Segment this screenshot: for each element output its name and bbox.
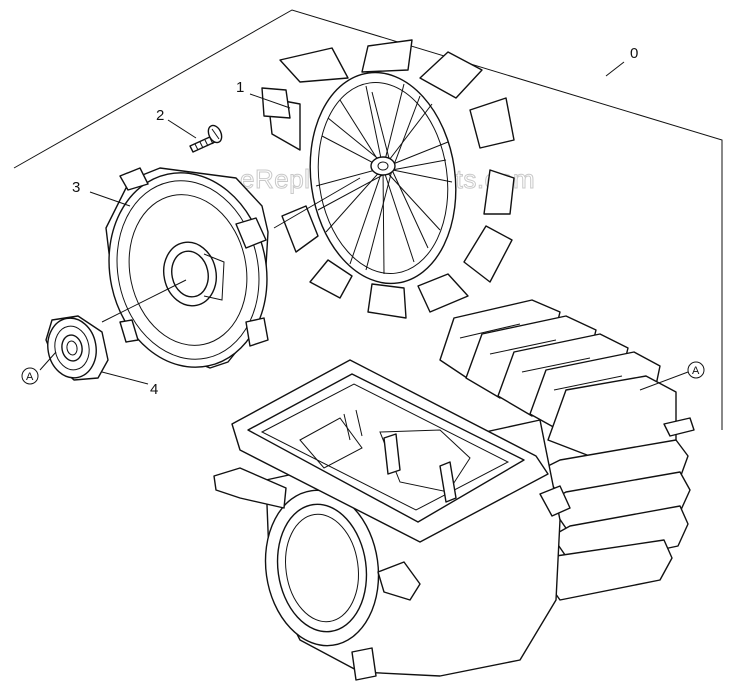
fan-blade-part (261, 39, 515, 319)
ball-bearing-part (45, 315, 109, 381)
callout-fan: 1 (236, 79, 244, 96)
leader-lines (39, 61, 689, 391)
callout-bearing: 4 (150, 381, 158, 398)
assembly-bracket (13, 9, 723, 430)
callout-screw: 2 (156, 107, 164, 124)
svg-text:A: A (692, 365, 700, 377)
motor-housing-part (213, 299, 695, 681)
reference-marker-bearing: A (21, 367, 39, 385)
callout-assembly: 0 (630, 45, 638, 62)
reference-marker-housing: A (687, 361, 705, 379)
screw-part (189, 124, 223, 153)
callout-end-shield: 3 (72, 179, 80, 196)
end-shield-part (105, 167, 269, 369)
svg-text:A: A (26, 371, 34, 383)
